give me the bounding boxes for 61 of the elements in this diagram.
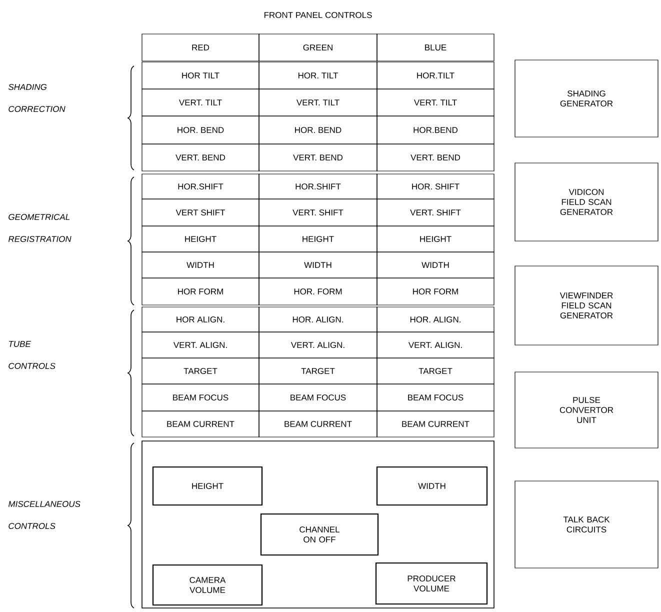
table-cell: HOR ALIGN. — [142, 306, 260, 332]
table-cell: HEIGHT — [376, 226, 494, 252]
table-cell: HOR.BEND — [376, 116, 494, 144]
table-cell: TARGET — [376, 358, 494, 384]
table-cell: HOR. TILT — [258, 62, 378, 90]
table-cell: BEAM FOCUS — [258, 384, 378, 412]
table-cell: HOR. BEND — [142, 116, 260, 144]
table-cell: BEAM FOCUS — [376, 384, 494, 412]
table-cell: HEIGHT — [142, 226, 260, 252]
table-cell: VERT. BEND — [258, 144, 378, 172]
button: CAMERA VOLUME — [152, 564, 263, 606]
group-label: SHADING CORRECTION — [8, 84, 66, 112]
table-cell: VERT. TILT — [258, 88, 378, 116]
table-cell: WIDTH — [258, 252, 378, 278]
column-header: BLUE — [376, 34, 494, 62]
button: CHANNEL ON OFF — [260, 513, 379, 556]
column-header: GREEN — [258, 34, 378, 62]
table-cell: TARGET — [258, 358, 378, 384]
table-cell: HOR.TILT — [376, 62, 494, 90]
table-cell: HOR. ALIGN. — [258, 306, 378, 332]
table-cell: HOR TILT — [142, 62, 260, 90]
panel-box: SHADING GENERATOR — [514, 60, 658, 138]
group-label: MISCELLANEOUS CONTROLS — [8, 501, 80, 529]
table-cell: VERT. ALIGN. — [142, 332, 260, 358]
group-label: TUBE CONTROLS — [8, 341, 56, 369]
table-cell: WIDTH — [376, 252, 494, 278]
table-cell: WIDTH — [142, 252, 260, 278]
panel-frame — [142, 440, 494, 608]
panel-box: PULSE CONVERTOR UNIT — [514, 372, 658, 448]
table-cell: HOR FORM — [142, 278, 260, 306]
table-cell: HOR.SHIFT — [142, 174, 260, 200]
table-cell: VERT. BEND — [142, 144, 260, 172]
table-cell: VERT. ALIGN. — [258, 332, 378, 358]
table-cell: VERT SHIFT — [142, 198, 260, 226]
button: HEIGHT — [152, 466, 263, 506]
table-cell: BEAM CURRENT — [142, 410, 260, 438]
table-cell: VERT. TILT — [376, 88, 494, 116]
group-label: GEOMETRICAL REGISTRATION — [8, 214, 72, 242]
table-cell: VERT. SHIFT — [376, 198, 494, 226]
table-cell: VERT. ALIGN. — [376, 332, 494, 358]
panel-box: VIEWFINDER FIELD SCAN GENERATOR — [514, 266, 658, 346]
table-cell: HEIGHT — [258, 226, 378, 252]
table-cell: VERT. TILT — [142, 88, 260, 116]
panel-box: TALK BACK CIRCUITS — [514, 480, 658, 568]
panel-box: VIDICON FIELD SCAN GENERATOR — [514, 162, 658, 242]
table-cell: HOR FORM — [376, 278, 494, 306]
table-cell: HOR. SHIFT — [376, 174, 494, 200]
table-cell: VERT. SHIFT — [258, 198, 378, 226]
table-cell: VERT. BEND — [376, 144, 494, 172]
table-cell: HOR. ALIGN. — [376, 306, 494, 332]
table-cell: TARGET — [142, 358, 260, 384]
table-cell: HOR. FORM — [258, 278, 378, 306]
table-cell: BEAM CURRENT — [376, 410, 494, 438]
button: WIDTH — [376, 466, 488, 506]
title: FRONT PANEL CONTROLS — [264, 12, 372, 18]
table-cell: BEAM FOCUS — [142, 384, 260, 412]
column-header: RED — [142, 34, 260, 62]
table-cell: BEAM CURRENT — [258, 410, 378, 438]
table-cell: HOR. BEND — [258, 116, 378, 144]
button: PRODUCER VOLUME — [375, 562, 488, 605]
table-cell: HOR.SHIFT — [258, 174, 378, 200]
